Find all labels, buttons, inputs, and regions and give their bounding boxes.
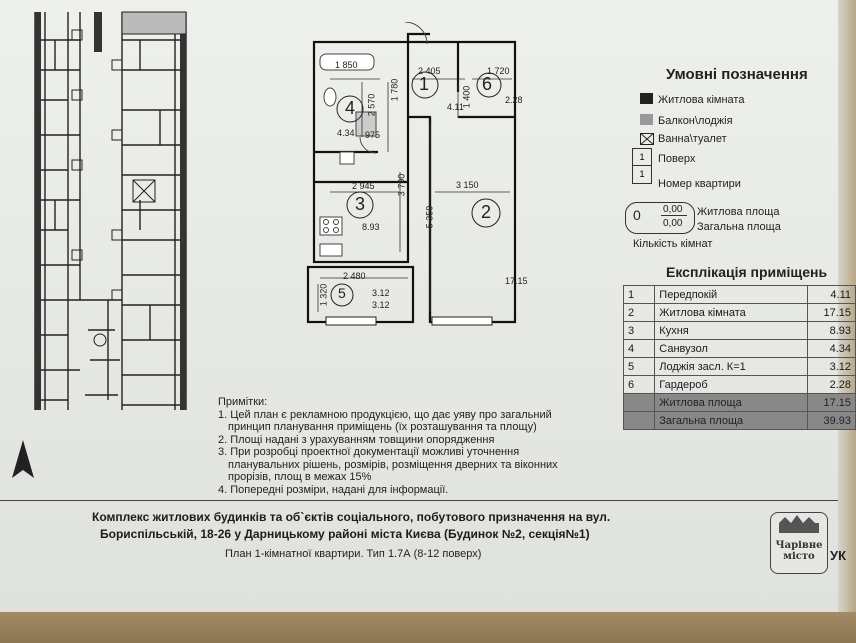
dim-3150: 3 150 (456, 180, 479, 190)
legend-room-count: Кількість кімнат (633, 238, 713, 250)
dim-5350: 5 350 (424, 205, 435, 229)
dim-2480: 2 480 (343, 271, 366, 281)
row-name: Санвузол (654, 339, 809, 358)
footer-complex-line2: Бориспільській, 18-26 у Дарницькому райо… (100, 527, 590, 541)
total-area-label: Загальна площа (654, 411, 809, 430)
area-legend-box (625, 202, 695, 234)
dim-2570: 2 570 (366, 93, 377, 117)
row-value: 3.12 (807, 357, 856, 376)
room-number-5: 5 (338, 285, 346, 301)
area-legend-value1: 0,00 (663, 204, 683, 215)
logo-text-2: місто (783, 551, 815, 562)
area-room-4: 4.34 (337, 128, 355, 138)
area-room-3: 8.93 (362, 222, 380, 232)
living-area-label: Житлова площа (654, 393, 809, 412)
area-room-5a: 3.12 (372, 288, 390, 298)
total-area-value: 39.93 (807, 411, 856, 430)
row-name: Лоджія засл. К=1 (654, 357, 809, 376)
row-num: 3 (622, 321, 656, 340)
footer-plan-title: План 1-кімнатної квартири. Тип 1.7А (8-1… (225, 548, 482, 560)
living-area-value: 17.15 (807, 393, 856, 412)
table-surface (0, 612, 856, 643)
logo-edge-text: УК (830, 548, 847, 563)
footer-divider (0, 500, 838, 501)
footer-complex-line1: Комплекс житлових будинків та об`єктів с… (92, 510, 611, 524)
north-arrow-icon (12, 440, 34, 478)
logo-text-1: Чарівне (775, 540, 823, 551)
note-line: принцип планування приміщень (їх розташу… (228, 421, 537, 433)
dim-3790: 3 790 (396, 173, 407, 197)
row-num: 5 (622, 357, 656, 376)
area-room-6: 2.28 (505, 95, 523, 105)
note-line: прорізів, площ в межах 15% (228, 471, 372, 483)
castle-icon (779, 515, 819, 533)
note-line: 4. Попередні розміри, надані для інформа… (218, 483, 449, 496)
dim-1720: 1 720 (487, 66, 510, 76)
legend-title: Умовні позначення (666, 66, 808, 83)
row-name: Передпокій (654, 285, 809, 304)
area-room-1: 4.11 (447, 102, 464, 112)
balcony-swatch (640, 114, 653, 125)
note-line: 2. Площі надані з урахуванням товщини оп… (218, 433, 495, 446)
row-num: 6 (622, 375, 656, 394)
note-line: 3. При розробці проектної документації м… (218, 446, 520, 458)
legend-item-apartment: Номер квартири (658, 178, 741, 190)
room-number-4: 4 (345, 98, 356, 118)
dim-1780: 1 780 (389, 78, 400, 102)
apartment-marker-digit: 1 (639, 169, 645, 179)
notes-title: Примітки: (218, 396, 268, 408)
room-number-2: 2 (481, 202, 492, 222)
bathroom-swatch (640, 133, 654, 145)
note-line: 1. Цей план є рекламною продукцією, що д… (218, 408, 552, 421)
area-legend-divider (661, 215, 687, 216)
room-number-1: 1 (419, 74, 430, 94)
dim-1320: 1 320 (318, 283, 329, 307)
legend-item-living: Житлова кімната (658, 94, 745, 106)
row-num: 1 (622, 285, 656, 304)
dim-1850: 1 850 (335, 60, 358, 70)
legend-total-area: Загальна площа (697, 221, 781, 233)
dim-975: 975 (365, 130, 381, 140)
room-number-6: 6 (482, 74, 493, 94)
row-value: 8.93 (807, 321, 856, 340)
company-logo: Чарівне місто (770, 512, 828, 574)
living-room-swatch (640, 93, 653, 104)
dim-2945: 2 945 (352, 181, 375, 191)
area-legend-zero: 0 (633, 207, 641, 223)
note-line: планувальних рішень, розмірів, розміщенн… (228, 458, 558, 471)
row-value: 4.34 (807, 339, 856, 358)
legend-living-area: Житлова площа (697, 206, 780, 218)
row-num: 4 (622, 339, 656, 358)
apartment-plan (306, 22, 517, 326)
floor-apartment-marker: 1 1 (632, 148, 652, 184)
legend-item-balcony: Балкон\лоджія (658, 115, 733, 127)
row-name: Гардероб (654, 375, 809, 394)
row-num: 2 (622, 303, 656, 322)
row-name: Житлова кімната (654, 303, 809, 322)
floor-marker-digit: 1 (633, 149, 651, 166)
area-legend-value2: 0,00 (663, 218, 683, 229)
legend-item-floor: Поверх (658, 153, 696, 165)
notes-block: Примітки: 1. Цей план є рекламною продук… (218, 396, 618, 496)
dim-2405: 2 405 (418, 66, 441, 76)
room-number-3: 3 (355, 194, 366, 214)
area-room-5b: 3.12 (372, 300, 390, 310)
building-section-plan (34, 11, 187, 410)
row-value: 4.11 (807, 285, 856, 304)
explication-title: Експлікація приміщень (666, 264, 828, 280)
row-value: 17.15 (807, 303, 856, 322)
legend-item-bathroom: Ванна\туалет (658, 133, 727, 145)
row-value: 2.28 (807, 375, 856, 394)
row-name: Кухня (654, 321, 809, 340)
area-room-2: 17.15 (505, 276, 528, 286)
